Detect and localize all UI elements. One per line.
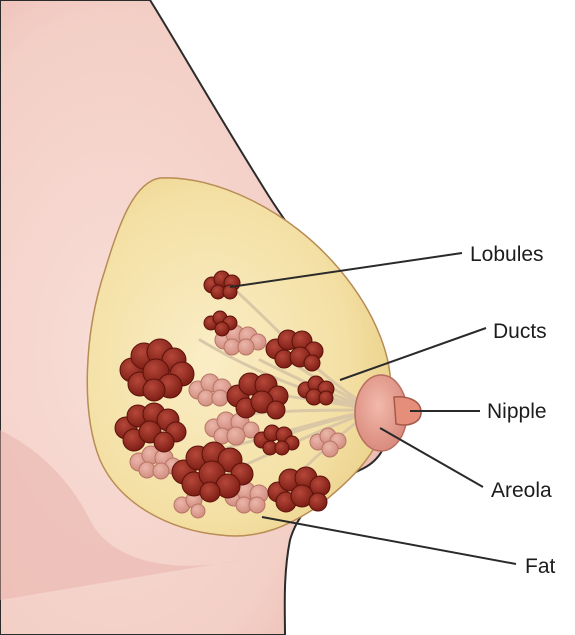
fat-leader-line <box>262 517 516 564</box>
label-nipple: Nipple <box>487 400 547 423</box>
label-fat: Fat <box>525 555 556 578</box>
label-ducts: Ducts <box>493 320 547 343</box>
label-lobules: Lobules <box>470 243 544 266</box>
areola-leader-line <box>380 428 483 487</box>
label-areola: Areola <box>491 479 552 502</box>
